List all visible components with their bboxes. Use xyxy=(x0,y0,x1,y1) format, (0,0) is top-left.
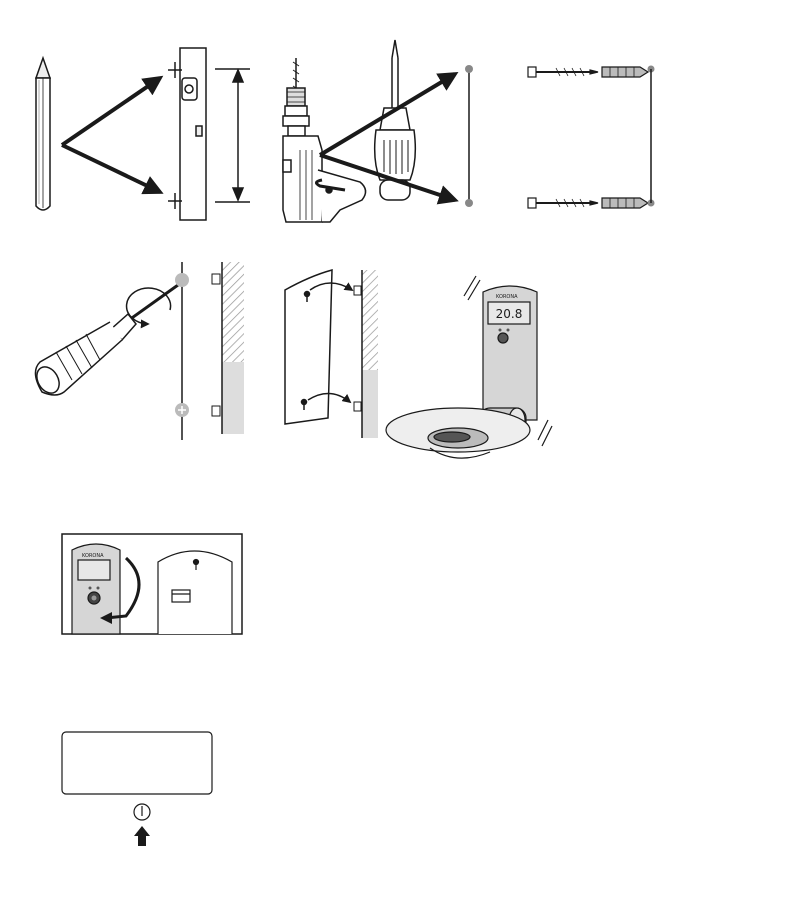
device-front: KORONA xyxy=(72,544,120,634)
screwdriver-turning-icon xyxy=(32,280,185,397)
mounted-device-illustration: 20.8 KORONA xyxy=(386,276,552,458)
wall-screw-positions xyxy=(175,262,189,440)
figure-battery-compartment: KORONA xyxy=(60,532,245,637)
drill-icon xyxy=(283,58,366,222)
device-back xyxy=(158,551,232,634)
up-arrow-icon xyxy=(134,826,150,846)
figure-tools-and-marking xyxy=(0,30,795,230)
pencil-icon xyxy=(36,58,50,210)
battery-cover-icon xyxy=(172,590,190,602)
figure-power-button xyxy=(58,728,218,848)
wall-section xyxy=(212,262,244,434)
wall-section-2 xyxy=(354,270,378,438)
marking-arrows xyxy=(62,78,160,192)
figure-mounting-steps: 20.8 KORONA xyxy=(0,252,795,487)
power-icon xyxy=(134,804,150,820)
brand-label-small: KORONA xyxy=(496,294,518,300)
temperature-reading: 20.8 xyxy=(496,307,523,321)
dimension-arrow xyxy=(215,69,250,202)
screws-and-wall-plugs-icon xyxy=(528,66,655,209)
brand-label: KORONA xyxy=(82,553,104,559)
back-panel-keyholes xyxy=(285,270,352,424)
spirit-level-icon xyxy=(168,48,206,220)
display-panel xyxy=(62,732,212,794)
drill-hole-marks xyxy=(465,65,473,207)
